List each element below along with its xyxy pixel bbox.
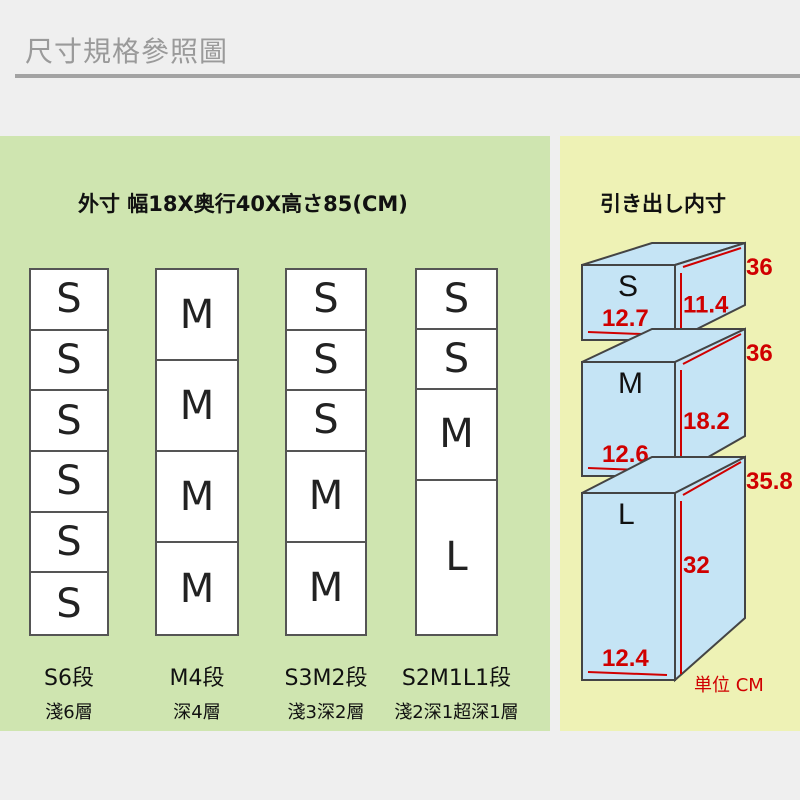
- drawer-cell: S: [31, 391, 107, 452]
- depth-arrow: [682, 461, 742, 496]
- drawer-cell: S: [287, 331, 365, 391]
- height-value: 32: [683, 552, 710, 579]
- depth-arrow: [682, 333, 742, 365]
- cabinet-name: S2M1L1段: [401, 666, 512, 691]
- drawer-cell: M: [157, 452, 237, 543]
- depth-value: 36: [746, 340, 773, 367]
- drawer-cell: S: [287, 270, 365, 331]
- cabinet-desc: 淺6層: [45, 702, 93, 723]
- height-value: 18.2: [683, 408, 730, 435]
- depth-value: 35.8: [746, 468, 793, 495]
- drawer-label: S: [618, 270, 638, 303]
- title-divider: [15, 74, 800, 78]
- drawer-cell: M: [157, 361, 237, 452]
- cabinet-name: M4段: [169, 666, 225, 691]
- depth-value: 36: [746, 254, 773, 281]
- drawer-cell: S: [56, 580, 82, 627]
- drawer-cell: S: [287, 391, 365, 452]
- drawer-cell: S: [31, 270, 107, 331]
- drawer-cell: M: [179, 565, 215, 612]
- inner-heading: 引き出し内寸: [600, 192, 726, 216]
- drawer-cell: S: [31, 331, 107, 392]
- drawer-cell: M: [417, 390, 496, 481]
- height-value: 11.4: [683, 292, 729, 319]
- drawer-label: M: [618, 367, 643, 400]
- cabinet-desc: 深4層: [173, 702, 221, 723]
- page-title: 尺寸規格參照圖: [25, 35, 229, 68]
- width-value: 12.7: [602, 305, 649, 332]
- drawer-cell: M: [287, 452, 365, 543]
- cabinet-desc: 淺2深1超深1層: [394, 702, 519, 723]
- width-value: 12.4: [602, 645, 649, 672]
- cabinet-name: S3M2段: [284, 666, 368, 691]
- depth-arrow: [682, 247, 742, 268]
- drawer-front: [581, 492, 676, 681]
- drawer-cell: S: [417, 270, 496, 330]
- drawer-label: L: [618, 498, 635, 531]
- drawer-cell: M: [308, 565, 344, 612]
- cabinet-desc: 淺3深2層: [287, 702, 365, 723]
- drawer-cell: M: [157, 270, 237, 361]
- drawer-cell: S: [417, 330, 496, 390]
- drawer-cell: L: [445, 534, 468, 581]
- width-arrow: [587, 671, 668, 676]
- unit-label: 単位 CM: [694, 675, 764, 696]
- drawer-front: [581, 264, 676, 341]
- drawer-cell: S: [31, 452, 107, 513]
- drawer-cell: S: [31, 513, 107, 574]
- outer-heading: 外寸 幅18X奥行40X高さ85(CM): [78, 192, 408, 216]
- cabinet-name: S6段: [44, 666, 94, 691]
